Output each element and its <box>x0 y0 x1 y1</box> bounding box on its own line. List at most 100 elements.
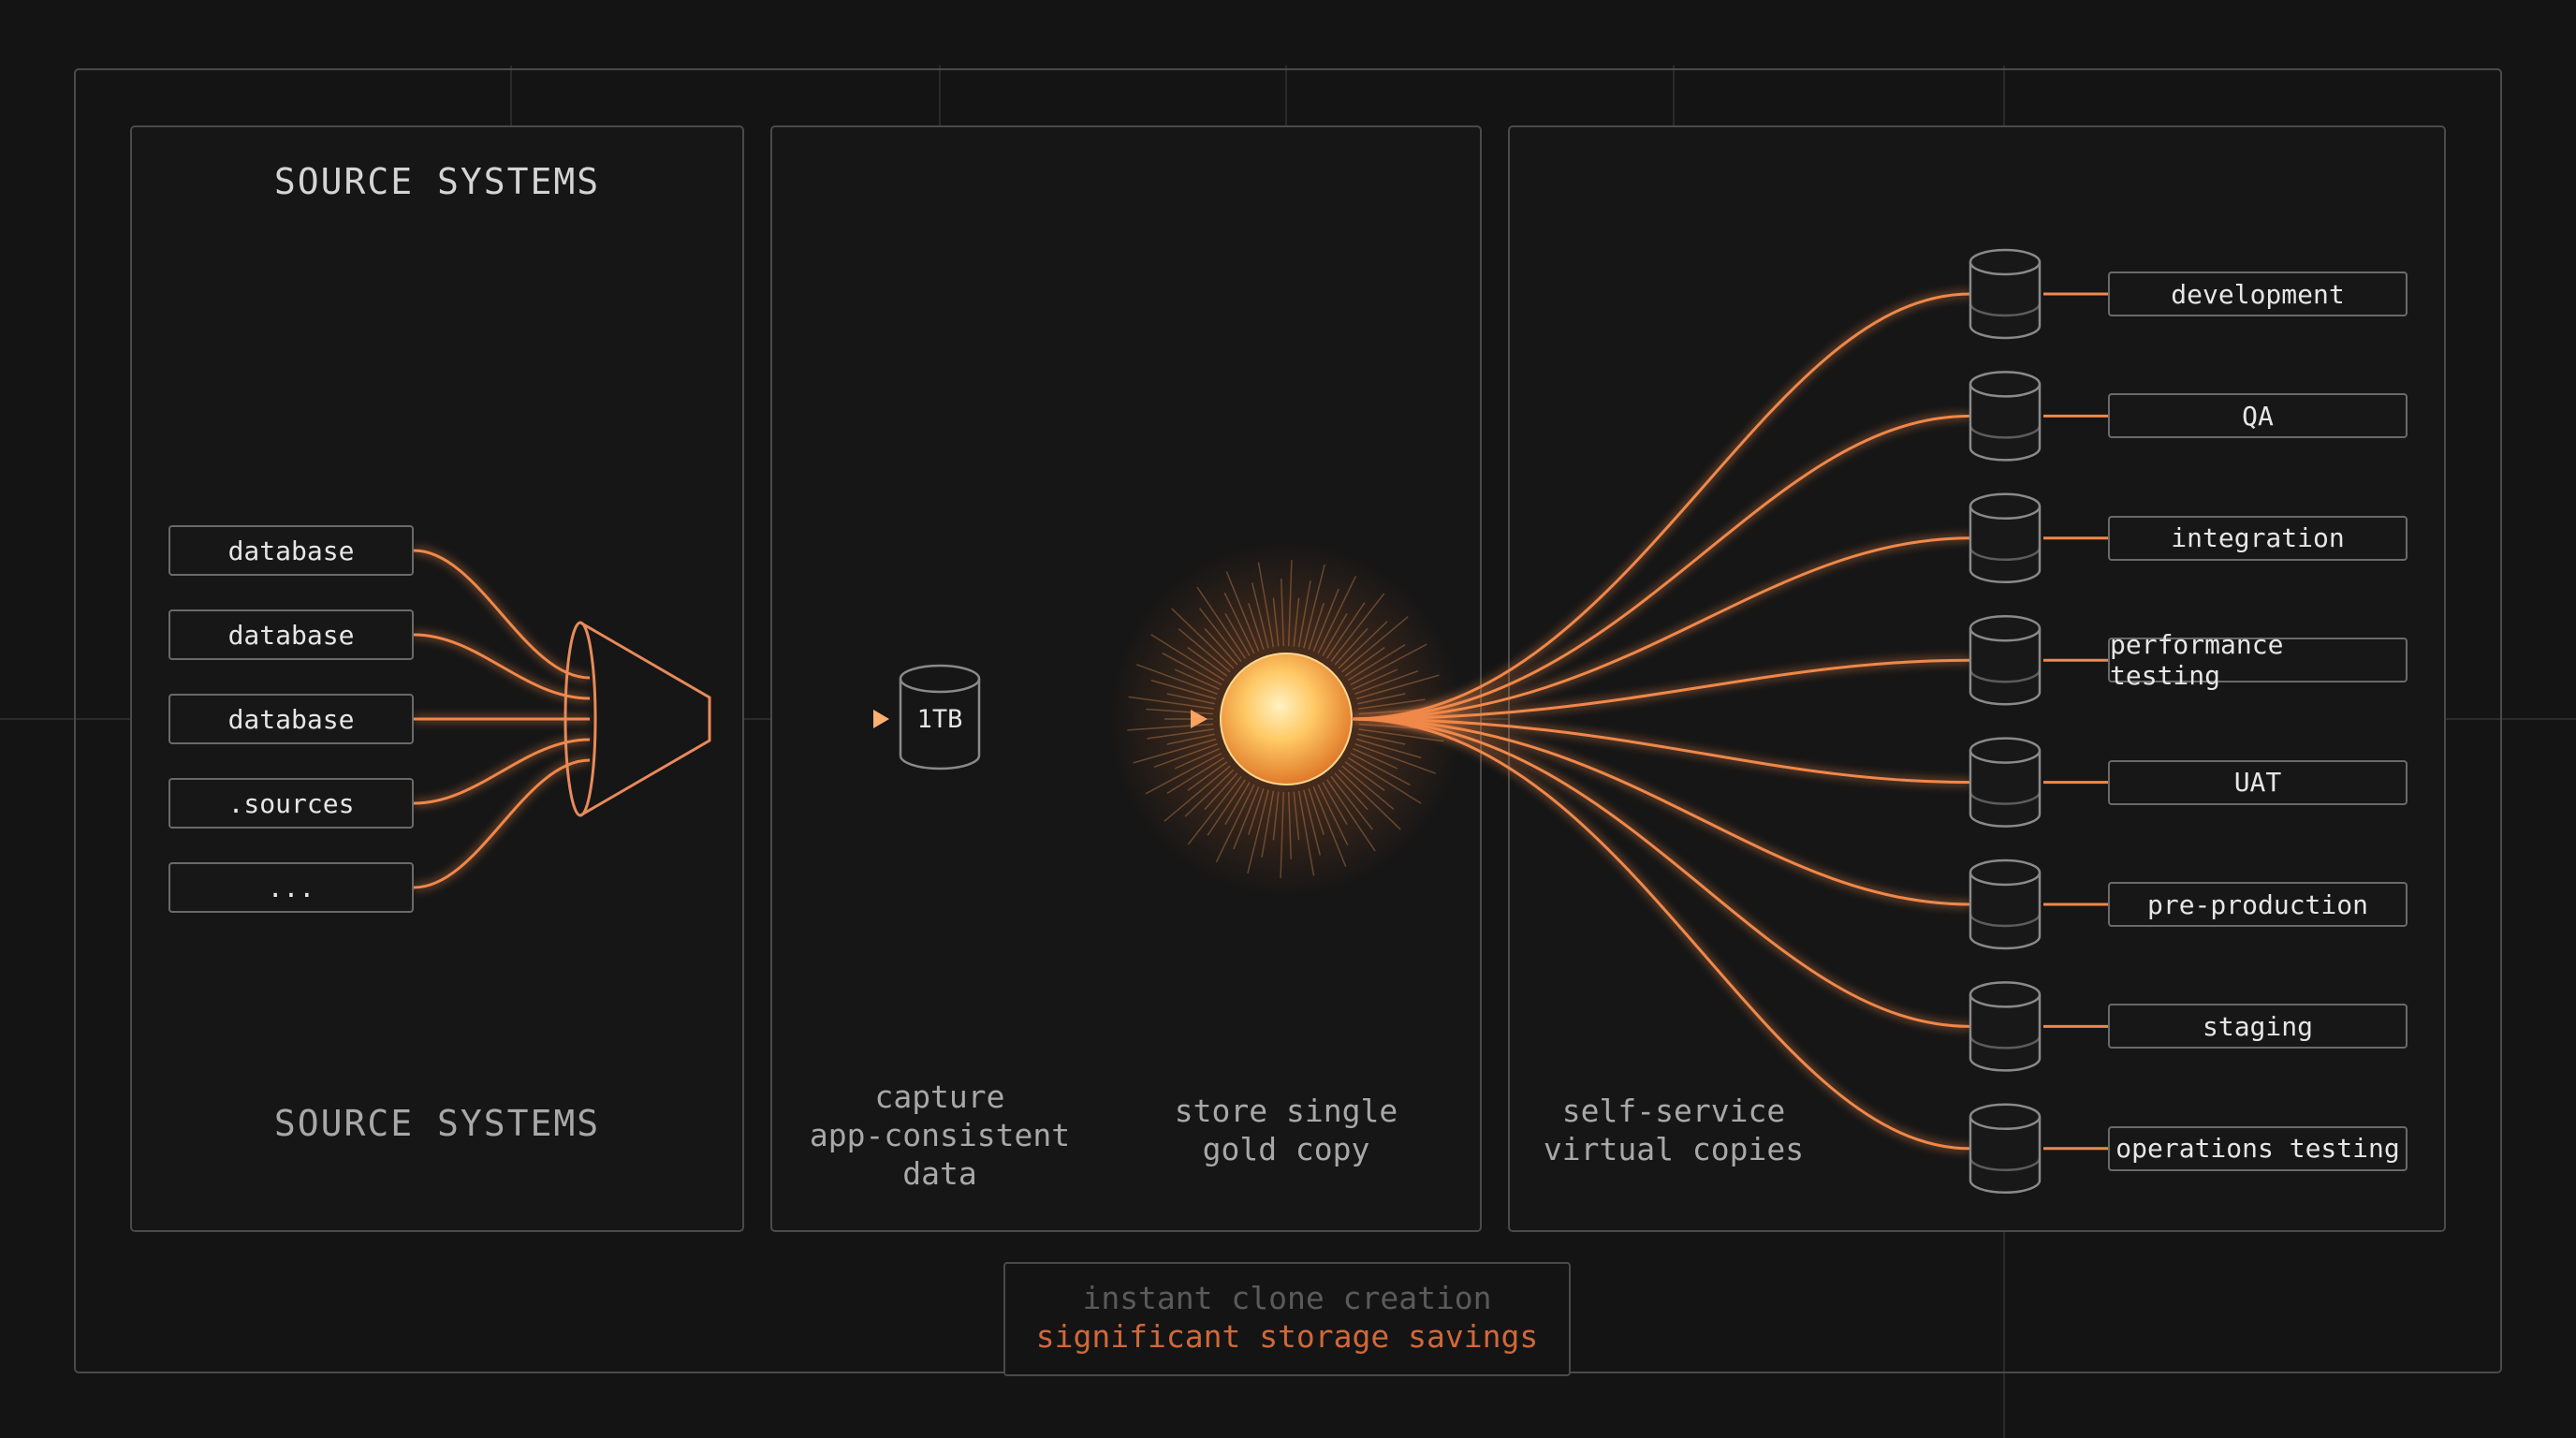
source-item: database <box>168 694 414 744</box>
orb-ray <box>1350 643 1427 686</box>
database-cylinder-icon <box>1969 248 2042 340</box>
source-item: .sources <box>168 778 414 829</box>
orb-ray <box>1153 742 1218 769</box>
database-cylinder-icon <box>1969 737 2042 828</box>
source-item: database <box>168 609 414 660</box>
volume-cylinder-icon <box>899 664 981 770</box>
orb-ray <box>1325 602 1366 659</box>
orb-ray <box>1166 756 1225 795</box>
orb-ray <box>1162 652 1222 686</box>
orb-ray <box>1347 643 1406 682</box>
source-systems-caption: SOURCE SYSTEMS <box>273 1103 601 1144</box>
source-systems-title: SOURCE SYSTEMS <box>273 161 601 202</box>
target-environment: pre-production <box>2108 882 2408 927</box>
orb-ray <box>1247 789 1269 874</box>
orb-ray <box>1352 668 1398 690</box>
orb-ray <box>1224 613 1251 656</box>
fan-connector <box>1351 658 1971 721</box>
funnel-icon <box>564 621 711 817</box>
orb-ray <box>1354 669 1419 696</box>
orb-ray <box>1358 728 1444 742</box>
callout-box <box>1003 1262 1571 1376</box>
target-environment: development <box>2108 271 2408 316</box>
target-environment: UAT <box>2108 759 2408 805</box>
orb-ray <box>1357 733 1406 745</box>
orb-ray <box>1358 698 1426 710</box>
capture-caption-line: data <box>902 1155 977 1192</box>
copies-caption-line: self-service <box>1561 1093 1786 1129</box>
capture-caption-line: app-consistent <box>809 1117 1071 1153</box>
orb-ray <box>1207 779 1247 836</box>
source-item: database <box>168 525 414 576</box>
orb-ray <box>1303 789 1322 856</box>
gold-copy-caption: store single gold copy <box>1118 1092 1455 1168</box>
orb-ray <box>1287 791 1292 859</box>
orb-ray <box>1187 646 1228 677</box>
orb-ray <box>1280 791 1285 878</box>
fan-connector <box>1351 717 1971 785</box>
fan-connector <box>1351 717 1971 906</box>
target-environment: integration <box>2108 515 2408 561</box>
orb-ray <box>1293 597 1300 647</box>
orb-ray <box>1184 769 1235 817</box>
callout-line-savings: significant storage savings <box>1035 1318 1539 1355</box>
orb-ray <box>1281 579 1285 647</box>
fan-connector <box>1351 717 1971 1028</box>
source-connector <box>413 549 591 680</box>
orb-ray <box>1147 728 1214 740</box>
orb-ray <box>1322 613 1348 656</box>
orb-ray <box>1174 748 1221 770</box>
orb-ray <box>1355 674 1440 700</box>
orb-ray <box>1261 790 1275 858</box>
orb-ray <box>1164 765 1231 822</box>
orb-ray <box>1128 696 1214 710</box>
orb-ray <box>1344 646 1385 677</box>
orb-ray <box>1166 733 1215 745</box>
orb-ray <box>1127 723 1214 731</box>
database-cylinder-icon <box>1969 981 2042 1072</box>
orb-ray <box>1308 787 1325 835</box>
orb-ray <box>1334 627 1368 666</box>
orb-ray <box>1251 582 1269 649</box>
orb-ray <box>1133 738 1217 764</box>
database-cylinder-icon <box>1969 1103 2042 1195</box>
orb-ray <box>1355 738 1422 759</box>
orb-ray <box>1233 786 1260 850</box>
orb-ray <box>1341 765 1395 810</box>
fan-connector <box>1351 717 1971 1151</box>
orb-ray <box>1354 742 1437 774</box>
orb-ray <box>1344 761 1385 792</box>
orb-ray <box>1350 752 1411 786</box>
database-cylinder-icon <box>1969 492 2042 584</box>
orb-ray <box>1317 784 1349 846</box>
gold-caption-line: gold copy <box>1202 1131 1370 1167</box>
orb-ray <box>1352 748 1398 770</box>
target-environment: performance testing <box>2108 629 2408 691</box>
orb-ray <box>1178 628 1231 673</box>
orb-ray <box>1204 772 1238 811</box>
orb-ray <box>1357 693 1406 705</box>
orb-ray <box>1248 787 1265 835</box>
orb-ray <box>1272 791 1280 841</box>
orb-ray <box>1150 634 1225 682</box>
fan-out-connectors <box>1351 292 1971 1151</box>
panel-source-systems <box>130 125 744 1232</box>
orb-ray <box>1334 772 1368 811</box>
orb-ray <box>1196 586 1247 659</box>
orb-ray <box>1358 707 1445 715</box>
database-cylinder-icon <box>1969 614 2042 706</box>
orb-ray <box>1338 621 1388 669</box>
orb-ray <box>1135 664 1218 696</box>
glowing-orb-icon <box>1108 541 1464 897</box>
orb-ray <box>1347 756 1422 804</box>
orb-ray <box>1272 597 1280 647</box>
target-environment: staging <box>2108 1004 2408 1049</box>
fan-connector <box>1351 536 1971 721</box>
target-environment: QA <box>2108 393 2408 439</box>
orb-ray <box>1312 786 1347 867</box>
source-connector <box>413 758 591 889</box>
orb-ray <box>1287 560 1293 647</box>
orb-ray <box>1225 571 1260 652</box>
database-cylinder-icon <box>1969 858 2042 950</box>
callout-text: instant clone creation significant stora… <box>1004 1279 1570 1356</box>
